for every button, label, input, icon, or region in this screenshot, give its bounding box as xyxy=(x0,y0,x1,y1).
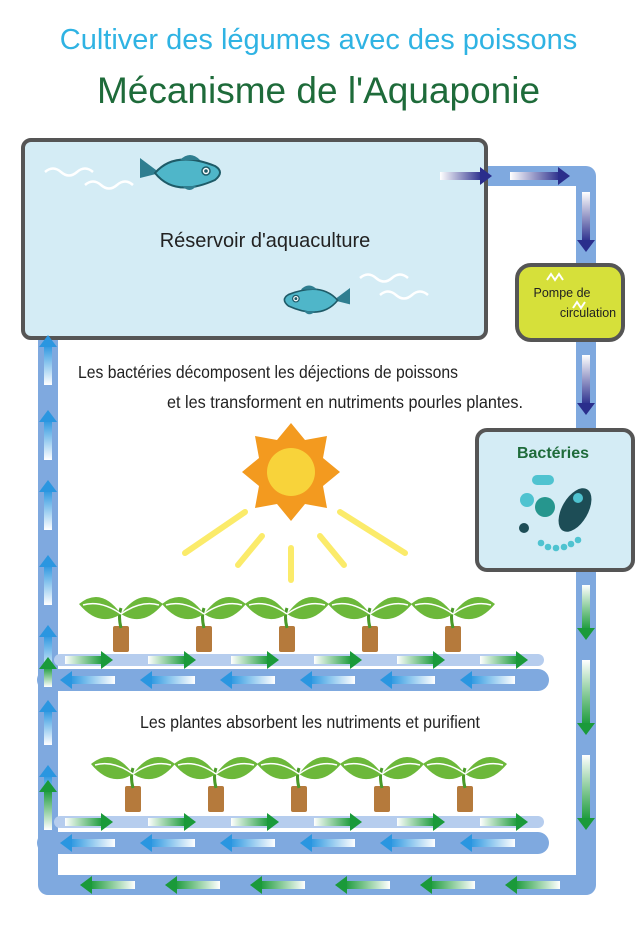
flow-arrow xyxy=(140,671,195,689)
flow-arrow xyxy=(440,167,492,185)
fish-icon xyxy=(140,155,221,190)
flow-arrow xyxy=(140,834,195,852)
plants-row-2 xyxy=(91,756,507,812)
flow-arrow xyxy=(39,657,57,687)
flow-arrow xyxy=(577,660,595,735)
flow-arrow xyxy=(65,651,113,669)
flow-arrow xyxy=(60,671,115,689)
plant-icon xyxy=(328,596,412,652)
flow-arrow xyxy=(505,876,560,894)
reservoir-tank: Réservoir d'aquaculture xyxy=(21,138,488,340)
wave-icon xyxy=(546,272,564,282)
flow-arrow xyxy=(39,780,57,830)
flow-arrow xyxy=(231,813,279,831)
bacteria-label: Bactéries xyxy=(517,445,589,462)
flow-arrow xyxy=(148,813,196,831)
flow-arrow xyxy=(480,651,528,669)
flow-arrow xyxy=(335,876,390,894)
plant-icon xyxy=(257,756,341,812)
flow-arrow xyxy=(460,671,515,689)
plant-icon xyxy=(245,596,329,652)
flow-arrow xyxy=(231,651,279,669)
caption-bacteria-line2: et les transforment en nutriments pourle… xyxy=(167,392,523,412)
plant-icon xyxy=(411,596,495,652)
flow-arrow xyxy=(380,834,435,852)
flow-arrow xyxy=(220,671,275,689)
pump-label-line2: circulation xyxy=(560,306,616,320)
bacteria-icon xyxy=(519,475,592,552)
flow-arrow xyxy=(300,834,355,852)
flow-arrow xyxy=(510,167,570,185)
flow-arrow xyxy=(39,700,57,745)
plant-icon xyxy=(79,596,163,652)
circulation-pump: Pompe de circulation xyxy=(515,263,625,342)
flow-arrow xyxy=(480,813,528,831)
plant-icon xyxy=(174,756,258,812)
flow-arrow xyxy=(577,755,595,830)
fish-icon xyxy=(283,285,350,315)
caption-plants: Les plantes absorbent les nutriments et … xyxy=(140,712,480,732)
plants-row-1 xyxy=(79,596,495,652)
flow-arrow xyxy=(165,876,220,894)
wave-icon xyxy=(44,167,429,300)
sun-icon xyxy=(182,423,408,583)
flow-arrows xyxy=(39,167,595,894)
wave-icon xyxy=(572,300,586,310)
flow-arrow xyxy=(397,813,445,831)
flow-arrow xyxy=(80,876,135,894)
page-title: Mécanisme de l'Aquaponie xyxy=(96,70,541,111)
plant-icon xyxy=(423,756,507,812)
flow-arrow xyxy=(577,355,595,415)
plant-icon xyxy=(340,756,424,812)
flow-arrow xyxy=(577,192,595,252)
flow-arrow xyxy=(397,651,445,669)
flow-arrow xyxy=(39,480,57,530)
flow-arrow xyxy=(380,671,435,689)
flow-arrow xyxy=(577,585,595,640)
flow-arrow xyxy=(148,651,196,669)
flow-arrow xyxy=(39,410,57,460)
flow-arrow xyxy=(460,834,515,852)
flow-arrow xyxy=(300,671,355,689)
pump-label-line1: Pompe de xyxy=(534,286,591,300)
caption-bacteria-line1: Les bactéries décomposent les déjections… xyxy=(78,362,458,382)
flow-arrow xyxy=(314,813,362,831)
flow-arrow xyxy=(39,625,57,675)
flow-arrow xyxy=(220,834,275,852)
bacteria-box: Bactéries xyxy=(475,428,635,572)
flow-arrow xyxy=(250,876,305,894)
flow-arrow xyxy=(314,651,362,669)
flow-arrow xyxy=(420,876,475,894)
plant-icon xyxy=(91,756,175,812)
flow-arrow xyxy=(65,813,113,831)
flow-arrow xyxy=(39,555,57,605)
subtitle: Cultiver des légumes avec des poissons xyxy=(59,24,578,56)
flow-arrow xyxy=(60,834,115,852)
flow-arrow xyxy=(39,335,57,385)
reservoir-label: Réservoir d'aquaculture xyxy=(160,230,371,252)
plant-icon xyxy=(162,596,246,652)
